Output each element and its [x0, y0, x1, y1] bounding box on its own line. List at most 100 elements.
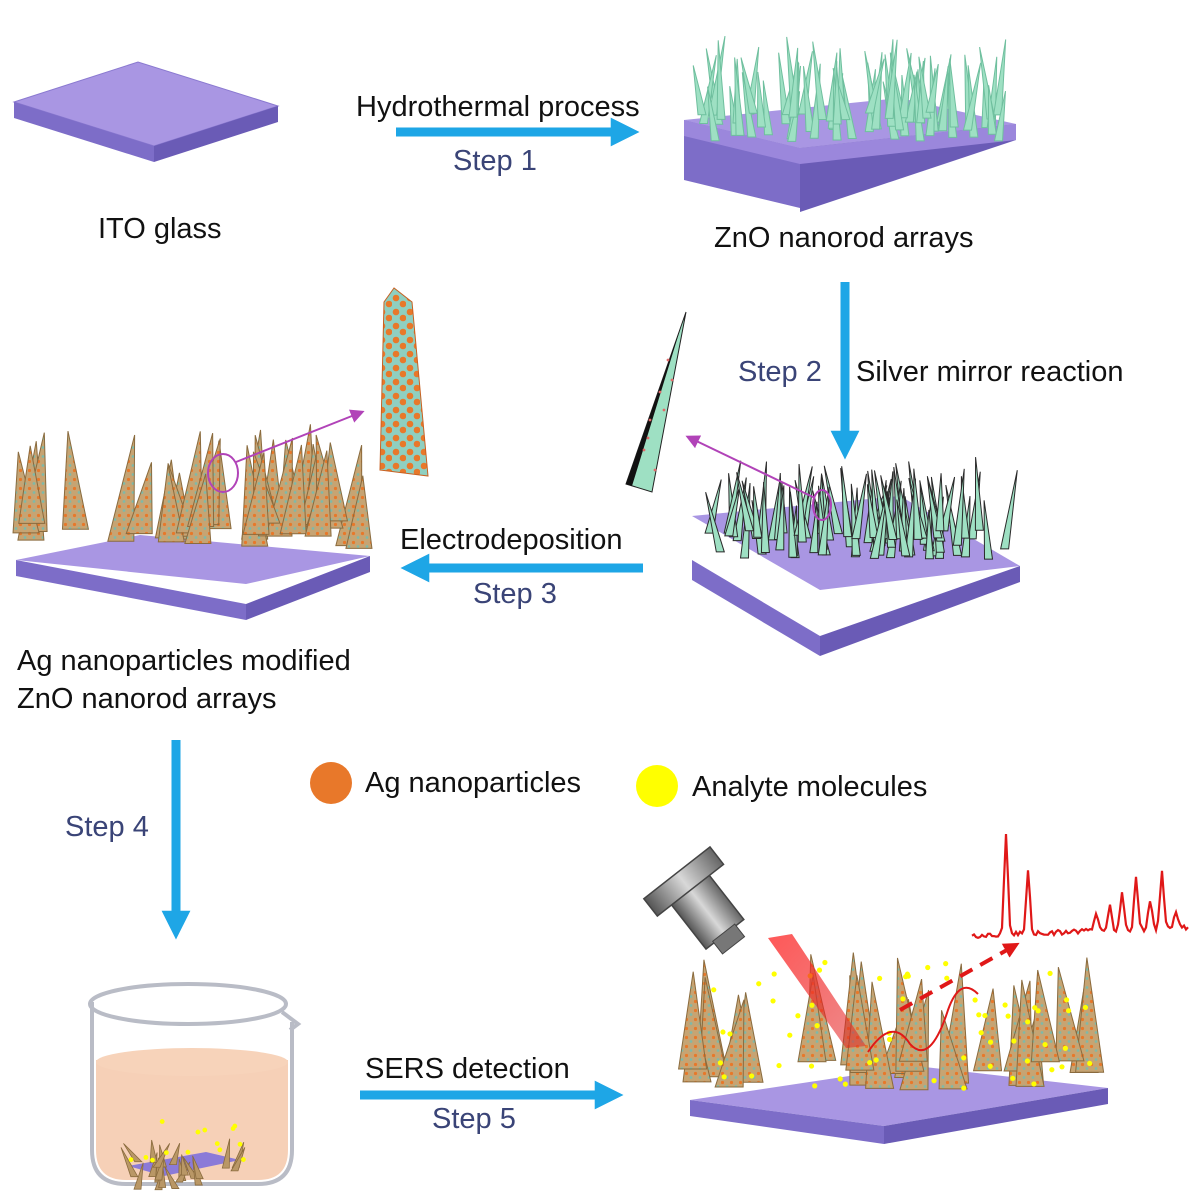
analyte-molecule	[987, 1063, 993, 1069]
zno-nanorod	[841, 466, 853, 538]
analyte-molecule	[1035, 1008, 1041, 1014]
analyte-molecule	[808, 1063, 815, 1069]
zno-nanorod	[927, 477, 943, 539]
ag-nanoparticle-legend-label: Ag nanoparticles	[365, 767, 582, 799]
analyte-molecule	[128, 1157, 134, 1163]
analyte-molecule	[877, 975, 883, 982]
analyte-molecule	[1059, 1064, 1065, 1070]
ag-decorated-nanorod	[18, 445, 46, 524]
analyte-molecule	[1087, 1060, 1093, 1067]
ag-decorated-nanorod	[184, 473, 212, 544]
analyte-molecule	[214, 1141, 220, 1146]
ag-decorated-nanorod	[1055, 966, 1085, 1062]
ag-decorated-nanorod	[797, 975, 827, 1063]
zno-nanorod	[913, 468, 923, 540]
analyte-molecule	[1011, 1038, 1017, 1044]
zno-nanorod	[884, 39, 898, 119]
analyte-molecule	[795, 1013, 801, 1019]
laser-objective	[642, 845, 866, 1048]
zno-nanorod	[896, 499, 911, 557]
zno-nanorod	[949, 58, 959, 128]
step1-label: Step 1	[453, 145, 537, 177]
analyte-molecule	[842, 1081, 848, 1087]
analyte-molecule	[237, 1141, 243, 1147]
zno-nanorod	[736, 472, 755, 532]
ag-modified-label-line2: ZnO nanorod arrays	[17, 683, 277, 715]
step1-process-label: Hydrothermal process	[356, 91, 640, 123]
analyte-molecule	[822, 959, 828, 966]
zno-nanorod	[797, 463, 807, 543]
analyte-molecule	[727, 1031, 733, 1037]
analyte-molecule	[961, 1085, 967, 1091]
zno-nanorod	[740, 57, 759, 114]
ag-decorated-nanorod	[242, 452, 270, 535]
ag-decorated-nanorod	[1030, 969, 1060, 1063]
analyte-molecule	[163, 1150, 169, 1156]
zno-nanorod	[987, 85, 997, 135]
zno-nanorod	[705, 492, 725, 553]
beaker-nanorod	[192, 1155, 204, 1180]
ag-decorated-nanorod	[938, 1010, 968, 1090]
analyte-molecule	[1062, 1045, 1068, 1051]
zno-nanorod	[983, 500, 994, 560]
analyte-molecule	[202, 1127, 208, 1133]
zno-nanorod	[762, 80, 774, 136]
zno-nanorod	[993, 91, 1007, 142]
analyte-molecule	[1005, 1013, 1011, 1019]
analyte-molecule	[925, 964, 931, 971]
ag-decorated-nanorod	[972, 988, 1003, 1072]
zno-nanorod	[880, 475, 898, 540]
flow-arrows	[161, 117, 860, 1110]
analyte-molecule	[1047, 970, 1053, 976]
analyte-molecule	[867, 1059, 873, 1066]
ito-glass-substrate	[12, 61, 280, 162]
zno-nanorod	[753, 486, 763, 538]
sers-substrate	[677, 952, 1108, 1144]
step2-label: Step 2	[738, 356, 822, 388]
analyte-molecule	[195, 1129, 201, 1135]
analyte-molecule	[721, 1074, 727, 1080]
zno-nanorod	[938, 66, 949, 132]
analyte-molecule	[961, 1055, 967, 1061]
ag-decorated-nanorod	[157, 464, 185, 543]
zno-nanorod	[760, 481, 770, 554]
ag-decorated-nanorod	[714, 999, 745, 1088]
analyte-molecule	[982, 1012, 988, 1019]
beaker-nanorod	[123, 1143, 143, 1163]
analyte-molecule	[1002, 1002, 1008, 1008]
zno-nanorod	[925, 63, 939, 113]
analyte-molecule	[749, 1073, 755, 1079]
zno-nanorod	[935, 473, 945, 532]
zno-nanorod	[832, 67, 842, 125]
ag-decorated-nanorod	[304, 450, 332, 537]
analyte-molecule	[809, 1002, 815, 1008]
zno-nanorod	[992, 39, 1007, 116]
zno-nanorod	[823, 465, 844, 535]
zoomed-zno-rod	[625, 311, 687, 493]
analyte-molecule	[159, 1119, 165, 1124]
zno-nanorod	[952, 468, 965, 546]
zno-nanorod	[1000, 470, 1018, 550]
ag-decorated-nanorod	[279, 444, 307, 535]
scattered-signal	[867, 942, 1020, 1053]
analyte-molecule	[711, 987, 717, 993]
zno-nanorod	[788, 47, 799, 118]
analyte-molecule	[1063, 997, 1070, 1003]
beaker-nanorod	[168, 1143, 181, 1166]
analyte-molecule	[1031, 1081, 1037, 1087]
ag-modified-label-line1: Ag nanoparticles modified	[17, 645, 351, 677]
beaker	[88, 982, 302, 1191]
analyte-molecule	[770, 998, 776, 1004]
analyte-molecule	[904, 971, 911, 977]
analyte-molecule	[837, 1076, 843, 1082]
analyte-molecule	[776, 1062, 782, 1069]
analyte-legend-label: Analyte molecules	[692, 771, 928, 803]
zno-nanorod	[974, 457, 984, 531]
analyte-molecule	[816, 967, 823, 973]
analyte-molecule	[976, 1012, 982, 1018]
analyte-molecule	[1082, 1004, 1089, 1011]
zoomed-ag-rod	[379, 287, 429, 477]
analyte-molecule	[150, 1157, 155, 1163]
zno-nanorod	[756, 71, 767, 128]
